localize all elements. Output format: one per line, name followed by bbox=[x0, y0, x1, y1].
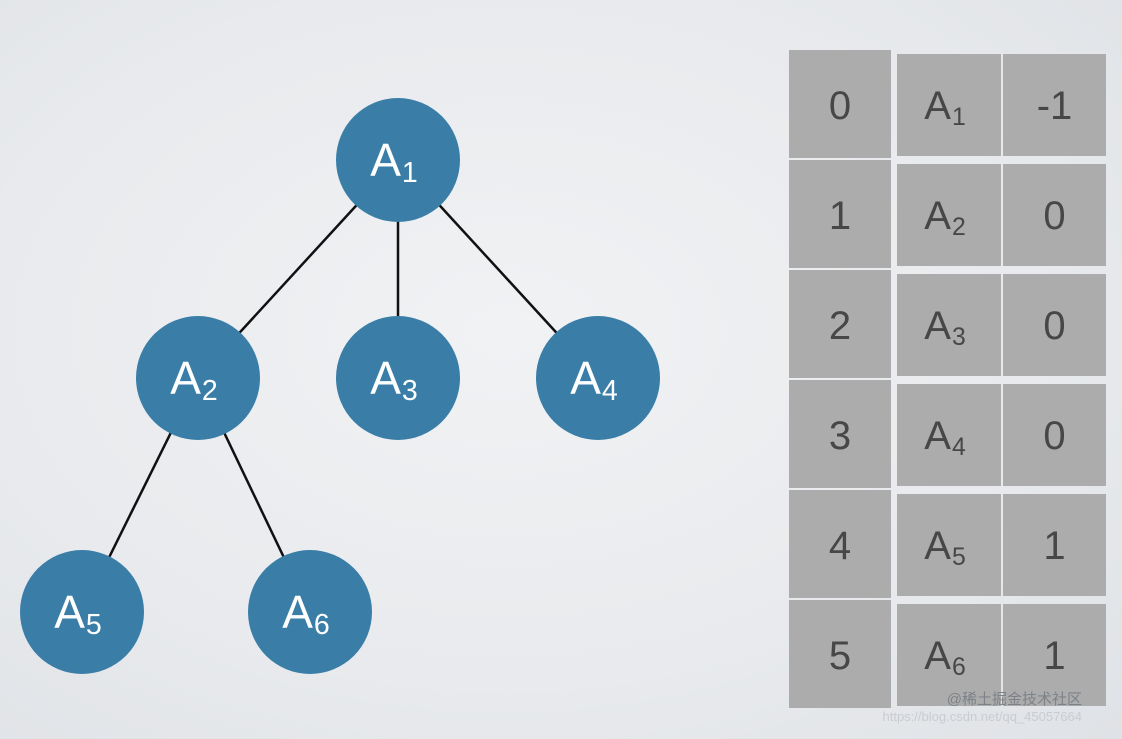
edge-n1-n4 bbox=[436, 201, 560, 337]
tree-node-A5: A5 bbox=[20, 550, 144, 674]
node-circle bbox=[536, 316, 660, 440]
table-row: 0 A1 -1 bbox=[789, 50, 1106, 158]
tree-node-A4: A4 bbox=[536, 316, 660, 440]
index-cell bbox=[789, 50, 891, 158]
parent-value: 0 bbox=[1043, 414, 1065, 458]
parent-cell bbox=[1003, 54, 1106, 156]
tree-node-A2: A2 bbox=[136, 316, 260, 440]
index-value: 2 bbox=[829, 304, 851, 348]
tree-node-A3: A3 bbox=[336, 316, 460, 440]
index-cell bbox=[789, 270, 891, 378]
node-circle bbox=[336, 316, 460, 440]
edge-n1-n2 bbox=[236, 201, 360, 337]
index-value: 3 bbox=[829, 414, 851, 458]
node-circle bbox=[136, 316, 260, 440]
index-value: 4 bbox=[829, 524, 851, 568]
parent-cell bbox=[1003, 164, 1106, 266]
data-value: A1 bbox=[924, 84, 965, 131]
data-cell bbox=[897, 494, 1001, 596]
table-row: 2 A3 0 bbox=[789, 270, 1106, 378]
watermark-url: https://blog.csdn.net/qq_45057664 bbox=[882, 709, 1083, 724]
data-cell bbox=[897, 384, 1001, 486]
parent-value: -1 bbox=[1037, 84, 1073, 128]
tree-node-A6: A6 bbox=[248, 550, 372, 674]
watermark: @稀土掘金技术社区 https://blog.csdn.net/qq_45057… bbox=[822, 691, 1083, 725]
node-label: A2 bbox=[170, 352, 218, 407]
parent-cell bbox=[1003, 604, 1106, 706]
node-label: A5 bbox=[54, 586, 102, 641]
edge-n2-n5 bbox=[106, 429, 174, 561]
index-cell bbox=[789, 490, 891, 598]
tree-node-A1: A1 bbox=[336, 98, 460, 222]
index-value: 0 bbox=[829, 84, 851, 128]
data-cell bbox=[897, 54, 1001, 156]
data-value: A6 bbox=[924, 634, 965, 681]
table-row: 1 A2 0 bbox=[789, 160, 1106, 268]
data-value: A4 bbox=[924, 414, 966, 461]
parent-value: 0 bbox=[1043, 304, 1065, 348]
tree-edges bbox=[106, 201, 560, 561]
data-cell bbox=[897, 604, 1001, 706]
table-row: 5 A6 1 bbox=[789, 600, 1106, 708]
index-cell bbox=[789, 380, 891, 488]
table-row: 3 A4 0 bbox=[789, 380, 1106, 488]
data-value: A5 bbox=[924, 524, 965, 571]
table-row: 4 A5 1 bbox=[789, 490, 1106, 598]
edge-n2-n6 bbox=[221, 429, 287, 561]
parent-array-table: 0 A1 -1 1 A2 0 2 A3 0 3 A4 0 4 A5 1 5 A6 1 bbox=[789, 50, 1106, 708]
node-label: A1 bbox=[370, 134, 418, 189]
data-cell bbox=[897, 274, 1001, 376]
parent-cell bbox=[1003, 274, 1106, 376]
node-label: A6 bbox=[282, 586, 330, 641]
parent-value: 0 bbox=[1043, 194, 1065, 238]
parent-cell bbox=[1003, 494, 1106, 596]
parent-value: 1 bbox=[1043, 634, 1065, 678]
data-value: A2 bbox=[924, 194, 965, 241]
index-cell bbox=[789, 160, 891, 268]
node-label: A3 bbox=[370, 352, 418, 407]
node-circle bbox=[20, 550, 144, 674]
data-value: A3 bbox=[924, 304, 965, 351]
parent-cell bbox=[1003, 384, 1106, 486]
node-circle bbox=[248, 550, 372, 674]
watermark-brand: @稀土掘金技术社区 bbox=[946, 691, 1082, 708]
parent-value: 1 bbox=[1043, 524, 1065, 568]
data-cell bbox=[897, 164, 1001, 266]
index-value: 1 bbox=[829, 194, 851, 238]
node-circle bbox=[336, 98, 460, 222]
index-cell bbox=[789, 600, 891, 708]
index-value: 5 bbox=[829, 634, 851, 678]
node-label: A4 bbox=[570, 352, 618, 407]
